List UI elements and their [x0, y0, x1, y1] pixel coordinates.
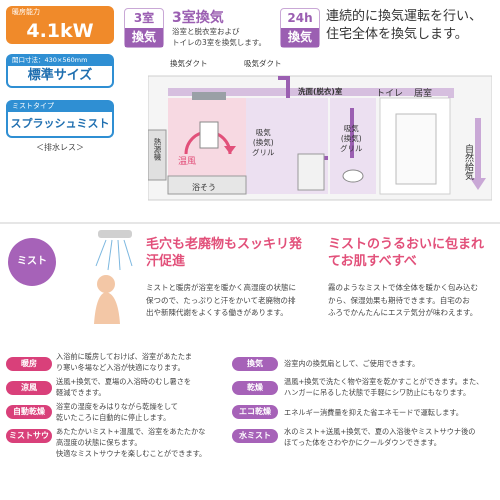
no-drain-note: ＜排水レス＞	[36, 143, 84, 152]
feature-mist-sauna-pill: ミストサウナ	[6, 429, 52, 454]
mist-heading-sweat: 毛穴も老廃物もスッキリ発汗促進	[146, 237, 303, 269]
living-room-label: 居室	[414, 89, 433, 99]
dressing-room-label: 洗面(脱衣)室	[298, 87, 343, 96]
intake-duct-label: 吸気ダクト	[244, 59, 282, 68]
mist-type-value: スプラッシュミスト	[6, 112, 114, 138]
ventilation-diagram: 換気ダクト 吸気ダクト 洗面(脱衣)室 トイレ 居室 熱源機 温風 浴そう 吸気…	[147, 58, 493, 208]
heating-capacity-value: 4.1kW	[6, 18, 114, 44]
feature-cool-text: 送風+換気で、夏場の入浴時のむし暑さを軽減できます。	[56, 377, 192, 397]
feature-heating-text: 入浴前に暖房しておけば、浴室があたたまり寒い冬場など入浴が快適になります。	[56, 352, 192, 372]
feature-water-mist-pill: 水ミスト	[232, 429, 278, 443]
badge-bottom-text: 換気	[281, 28, 319, 47]
feature-water-mist-text: 水のミスト+送風+換気で、夏の入浴後やミストサウナ後のほてった体をさわやかにクー…	[284, 427, 476, 447]
feature-eco-dry-text: エネルギー消費量を抑えた省エネモードで運転します。	[284, 408, 463, 417]
heat-source-label: 熱源機	[153, 138, 162, 161]
section-divider	[0, 222, 500, 224]
feature-ventilation-text: 浴室内の換気扇として、ご使用できます。	[284, 359, 420, 368]
feature-auto-dry-pill: 自動乾燥	[6, 405, 52, 419]
three-room-badge: 3室 換気	[124, 8, 164, 48]
badge-bottom-text: 換気	[125, 28, 163, 47]
feature-dry-text: 温風+換気で洗たく物や浴室を乾かすことができます。また、ハンガーに吊るした状態で…	[284, 377, 484, 397]
feature-heating-pill: 暖房	[6, 357, 52, 371]
shower-person-illustration	[94, 230, 133, 324]
warm-air-label: 温風	[178, 157, 197, 167]
feature-eco-dry-pill: エコ乾燥	[232, 405, 278, 419]
intake-grille-2: 吸気(換気)グリル	[340, 124, 363, 153]
ventilation-tagline: 連続的に換気運転を行い、 住宅全体を換気します。	[326, 9, 483, 42]
standard-size-value: 標準サイズ	[6, 66, 114, 88]
natural-air-label: 自然給気	[463, 144, 473, 180]
intake-grille-1: 吸気(換気)グリル	[252, 128, 275, 157]
mist-heading-skin: ミストのうるおいに包まれてお肌すべすべ	[328, 237, 485, 269]
24h-badge: 24h 換気	[280, 8, 320, 48]
mist-type-label: ミストタイプ	[6, 100, 114, 112]
three-room-title: 3室換気	[172, 10, 224, 26]
feature-ventilation-pill: 換気	[232, 357, 278, 371]
opening-size-label: 開口寸法：430×560mm	[6, 54, 114, 66]
ventilation-duct-label: 換気ダクト	[170, 59, 208, 68]
toilet-label: トイレ	[376, 89, 404, 99]
heating-capacity-label: 暖房能力	[6, 6, 114, 18]
mist-body-sweat: ミストと暖房が浴室を暖かく高湿度の状態に保つので、たっぷりと汗をかいて老廃物の排…	[146, 283, 296, 317]
bathtub-label: 浴そう	[192, 183, 216, 192]
badge-top-text: 3室	[133, 11, 155, 25]
feature-dry-pill: 乾燥	[232, 381, 278, 395]
feature-mist-sauna-text: あたたかいミスト+温風で、浴室をあたたかな高湿度の状態に保ちます。快適なミストサ…	[56, 427, 207, 458]
house-diagram-graphic	[147, 75, 493, 201]
feature-cool-pill: 涼風	[6, 381, 52, 395]
three-room-desc: 浴室と脱衣室および トイレの3室を換気します。	[172, 27, 267, 47]
feature-auto-dry-text: 浴室の湿度をみはりながら乾燥をして乾いたころに自動的に停止します。	[56, 402, 178, 422]
mist-label-badge: ミスト	[8, 238, 56, 286]
mist-body-skin: 霧のようなミストで体全体を暖かく包み込むから、保湿効果も期待できます。自宅のおふ…	[328, 283, 478, 317]
badge-top-text: 24h	[287, 11, 313, 25]
